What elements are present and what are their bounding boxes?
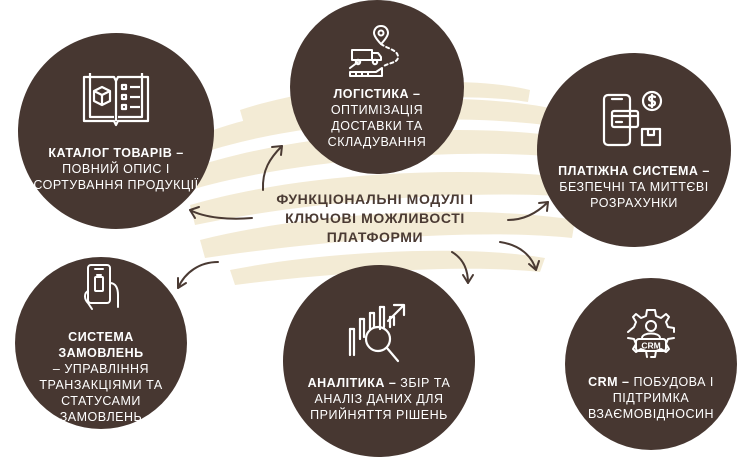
arrow-to-crm bbox=[499, 241, 537, 271]
mobile-payment-icon bbox=[602, 90, 663, 147]
arrow-to-orders bbox=[177, 261, 219, 289]
crm-description: ПОБУДОВА І ПІДТРИМКА ВЗАЄМОВІДНОСИН bbox=[588, 375, 714, 421]
logistics-description: ОПТИМІЗАЦІЯ ДОСТАВКИ ТА СКЛАДУВАННЯ bbox=[327, 103, 427, 149]
module-analytics: АНАЛІТИКА – ЗБІР ТА АНАЛІЗ ДАНИХ ДЛЯ ПРИ… bbox=[283, 265, 475, 457]
payment-description: БЕЗПЕЧНІ ТА МИТТЄВІ РОЗРАХУНКИ bbox=[559, 180, 709, 210]
delivery-truck-icon bbox=[349, 25, 399, 77]
module-orders: СИСТЕМА ЗАМОВЛЕНЬ – УПРАВЛІННЯ ТРАНЗАКЦІ… bbox=[15, 257, 187, 429]
module-crm: CRM CRM – ПОБУДОВА І ПІДТРИМКА ВЗАЄМОВІД… bbox=[565, 278, 737, 450]
crm-title: CRM – bbox=[588, 375, 630, 389]
module-catalog: КАТАЛОГ ТОВАРІВ – ПОВНИЙ ОПИС І СОРТУВАН… bbox=[18, 33, 214, 229]
crm-badge: CRM bbox=[641, 341, 660, 351]
arrow-to-logistics bbox=[261, 145, 283, 191]
phone-in-hand-icon bbox=[84, 264, 119, 310]
module-logistics: ЛОГІСТИКА – ОПТИМІЗАЦІЯ ДОСТАВКИ ТА СКЛА… bbox=[290, 0, 464, 174]
logistics-title: ЛОГІСТИКА – bbox=[333, 87, 421, 101]
arrow-to-analytics bbox=[451, 251, 469, 284]
orders-title: СИСТЕМА ЗАМОВЛЕНЬ bbox=[58, 330, 144, 360]
arrow-to-catalog bbox=[189, 209, 253, 220]
catalog-description: ПОВНИЙ ОПИС І СОРТУВАННЯ ПРОДУКЦІЇ bbox=[33, 162, 199, 192]
chart-magnifier-icon bbox=[348, 303, 406, 363]
analytics-description: ЗБІР ТА АНАЛІЗ ДАНИХ ДЛЯ ПРИЙНЯТТЯ РІШЕН… bbox=[310, 376, 451, 422]
analytics-title: АНАЛІТИКА – bbox=[307, 376, 397, 390]
catalog-title: КАТАЛОГ ТОВАРІВ – bbox=[48, 146, 184, 160]
arrow-to-payment bbox=[507, 201, 549, 221]
catalog-book-icon bbox=[82, 73, 150, 127]
payment-title: ПЛАТІЖНА СИСТЕМА – bbox=[558, 164, 710, 178]
orders-description: – УПРАВЛІННЯ ТРАНЗАКЦІЯМИ ТА СТАТУСАМИ З… bbox=[39, 362, 163, 424]
crm-gear-icon: CRM bbox=[627, 309, 675, 358]
center-title: ФУНКЦІОНАЛЬНІ МОДУЛІ І КЛЮЧОВІ МОЖЛИВОСТ… bbox=[276, 191, 474, 245]
module-payment: ПЛАТІЖНА СИСТЕМА – БЕЗПЕЧНІ ТА МИТТЄВІ Р… bbox=[537, 53, 731, 247]
